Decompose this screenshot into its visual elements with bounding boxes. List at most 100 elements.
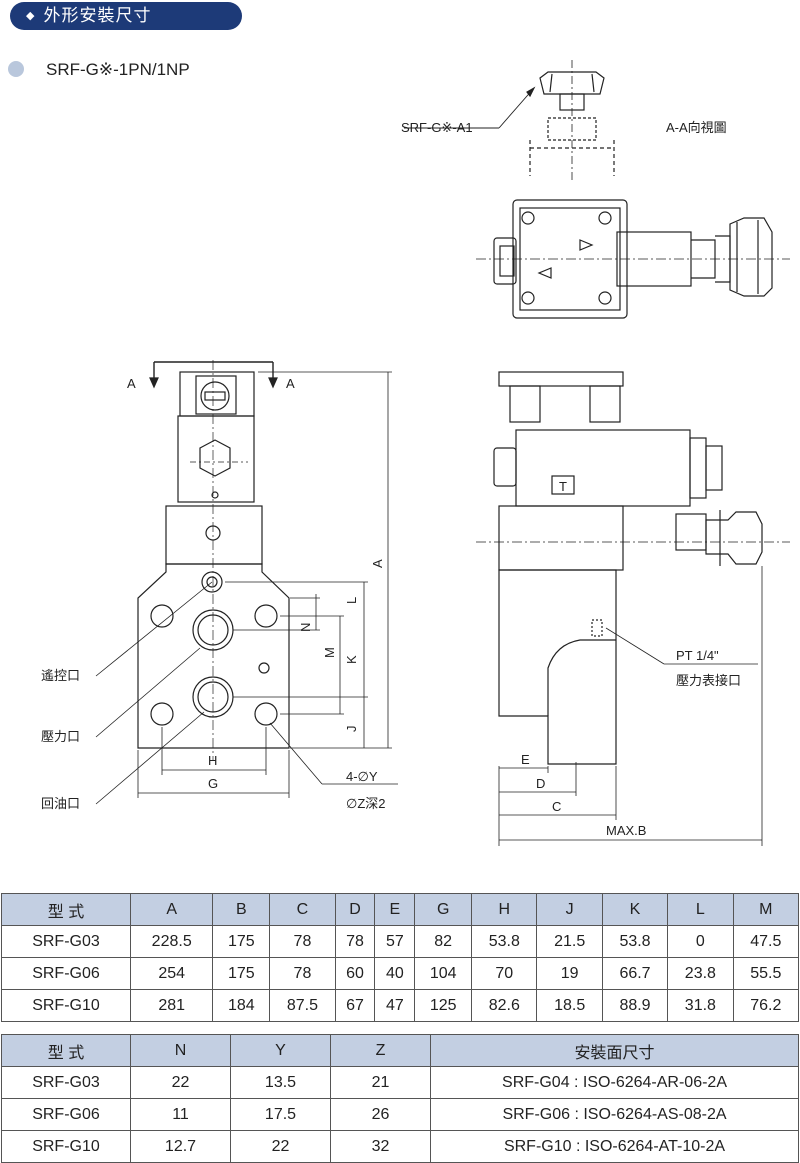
value-cell: 175 xyxy=(212,957,271,990)
model-cell: SRF-G06 xyxy=(1,1098,131,1131)
header-cell: 型 式 xyxy=(1,893,131,926)
header-cell: L xyxy=(667,893,734,926)
header-cell: 型 式 xyxy=(1,1034,131,1067)
side-dimensions xyxy=(498,566,763,846)
value-cell: 88.9 xyxy=(601,989,669,1022)
value-cell: 78 xyxy=(269,957,336,990)
value-cell: 26 xyxy=(330,1098,431,1131)
header-cell: M xyxy=(732,893,800,926)
header-cell: J xyxy=(536,893,603,926)
value-cell: 11 xyxy=(130,1098,231,1131)
value-cell: 13.5 xyxy=(230,1066,331,1099)
value-cell: 0 xyxy=(667,925,734,958)
value-cell: 82.6 xyxy=(471,989,538,1022)
value-cell: 78 xyxy=(269,925,336,958)
value-cell: 57 xyxy=(374,925,416,958)
view-label: A-A向視圖 xyxy=(666,120,727,135)
model-label: SRF-G※-1PN/1NP xyxy=(46,60,190,79)
dim-g: G xyxy=(208,776,218,791)
value-cell: 40 xyxy=(374,957,416,990)
outline-drawing: SRF-G※-A1 A-A向視圖 xyxy=(41,60,790,846)
table-header-row: 型 式 N Y Z 安裝面尺寸 xyxy=(1,1034,799,1067)
front-view xyxy=(137,360,290,760)
dim-c: C xyxy=(552,799,561,814)
value-cell: 53.8 xyxy=(471,925,538,958)
header-cell: H xyxy=(471,893,538,926)
value-cell: SRF-G04 : ISO-6264-AR-06-2A xyxy=(430,1066,799,1099)
holes-depth-label: ∅Z深2 xyxy=(346,796,386,811)
dim-d: D xyxy=(536,776,545,791)
value-cell: 21 xyxy=(330,1066,431,1099)
dim-j: J xyxy=(344,726,359,733)
model-cell: SRF-G10 xyxy=(1,1130,131,1163)
dim-m: M xyxy=(322,647,337,658)
value-cell: 254 xyxy=(129,957,214,990)
value-cell: 175 xyxy=(212,925,271,958)
value-cell: 47 xyxy=(374,989,416,1022)
diamond-icon: ◆ xyxy=(26,9,36,22)
section-title: ◆外形安裝尺寸 xyxy=(10,2,242,30)
header-cell: E xyxy=(374,893,416,926)
header-cell: D xyxy=(334,893,376,926)
value-cell: 87.5 xyxy=(269,989,336,1022)
model-cell: SRF-G10 xyxy=(1,989,131,1022)
model-cell: SRF-G03 xyxy=(1,1066,131,1099)
value-cell: 70 xyxy=(471,957,538,990)
value-cell: 21.5 xyxy=(536,925,603,958)
value-cell: 228.5 xyxy=(129,925,214,958)
handle-detail xyxy=(404,60,615,180)
value-cell: SRF-G10 : ISO-6264-AT-10-2A xyxy=(430,1130,799,1163)
value-cell: 55.5 xyxy=(732,957,800,990)
value-cell: 67 xyxy=(334,989,376,1022)
value-cell: 22 xyxy=(130,1066,231,1099)
value-cell: 60 xyxy=(334,957,376,990)
header-cell: G xyxy=(414,893,473,926)
value-cell: 281 xyxy=(129,989,214,1022)
value-cell: 23.8 xyxy=(667,957,734,990)
value-cell: 18.5 xyxy=(536,989,603,1022)
value-cell: 104 xyxy=(414,957,473,990)
header-cell: C xyxy=(269,893,336,926)
value-cell: 125 xyxy=(414,989,473,1022)
tank-mark: T xyxy=(559,479,567,494)
value-cell: 12.7 xyxy=(130,1130,231,1163)
dim-max-b: MAX.B xyxy=(606,823,646,838)
gauge-port-label: 壓力表接口 xyxy=(676,673,741,688)
model-cell: SRF-G03 xyxy=(1,925,131,958)
value-cell: 32 xyxy=(330,1130,431,1163)
value-cell: 78 xyxy=(334,925,376,958)
section-label-right: A xyxy=(286,376,295,391)
header-cell: K xyxy=(601,893,669,926)
header-cell: 安裝面尺寸 xyxy=(430,1034,799,1067)
value-cell: 17.5 xyxy=(230,1098,331,1131)
side-view xyxy=(476,371,790,765)
value-cell: 82 xyxy=(414,925,473,958)
value-cell: 47.5 xyxy=(732,925,800,958)
header-cell: Z xyxy=(330,1034,431,1067)
header-cell: N xyxy=(130,1034,231,1067)
pilot-port-label: 遙控口 xyxy=(41,668,80,683)
header-cell: A xyxy=(129,893,214,926)
front-dimensions xyxy=(95,371,398,805)
pressure-port-label: 壓力口 xyxy=(41,729,80,744)
value-cell: 184 xyxy=(212,989,271,1022)
return-port-label: 回油口 xyxy=(41,796,80,811)
value-cell: 53.8 xyxy=(601,925,669,958)
gauge-thread-label: PT 1/4" xyxy=(676,648,719,663)
value-cell: 22 xyxy=(230,1130,331,1163)
dim-e: E xyxy=(521,752,530,767)
table-header-row: 型 式 A B C D E G H J K L M xyxy=(1,893,800,926)
header-cell: Y xyxy=(230,1034,331,1067)
dim-h: H xyxy=(208,753,217,768)
value-cell: 19 xyxy=(536,957,603,990)
dim-k: K xyxy=(344,655,359,664)
bullet-icon xyxy=(8,61,24,77)
value-cell: 31.8 xyxy=(667,989,734,1022)
